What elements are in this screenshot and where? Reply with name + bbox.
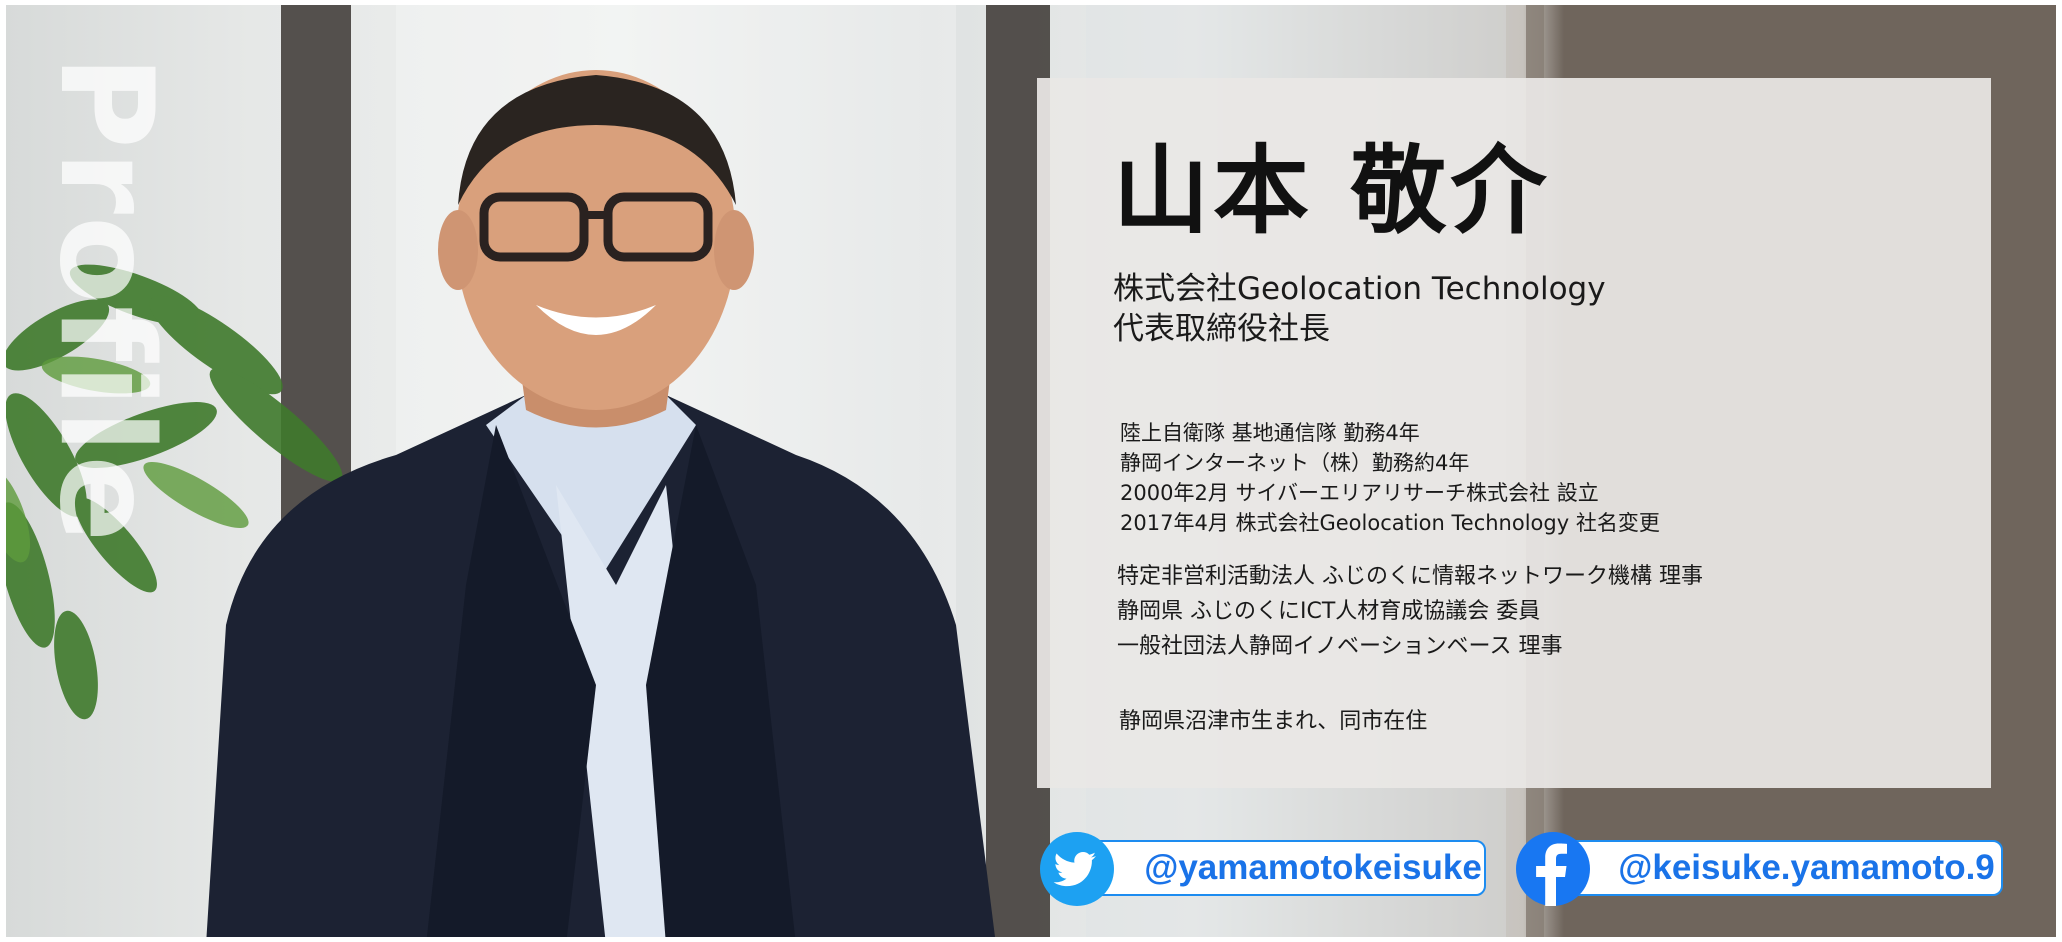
facebook-f-icon	[1516, 832, 1590, 906]
career-history-list: 陸上自衛隊 基地通信隊 勤務4年 静岡インターネット（株）勤務約4年 2000年…	[1120, 418, 1660, 538]
career-item: 2017年4月 株式会社Geolocation Technology 社名変更	[1120, 511, 1660, 535]
twitter-handle-link[interactable]: @yamamotokeisuke	[1040, 832, 1486, 906]
facebook-handle: @keisuke.yamamoto.9	[1618, 848, 1995, 887]
profile-info-panel: 山本 敬介 株式会社Geolocation Technology 代表取締役社長…	[1037, 78, 1991, 788]
positions-list: 特定非営利活動法人 ふじのくに情報ネットワーク機構 理事 静岡県 ふじのくにIC…	[1117, 559, 1703, 664]
company-name: 株式会社Geolocation Technology	[1113, 271, 1606, 307]
position-item: 静岡県 ふじのくにICT人材育成協議会 委員	[1117, 599, 1541, 624]
portrait-photo	[206, 70, 995, 937]
plant-image	[6, 264, 343, 720]
career-item: 陸上自衛隊 基地通信隊 勤務4年	[1120, 421, 1420, 445]
career-item: 静岡インターネット（株）勤務約4年	[1120, 451, 1470, 475]
person-name: 山本 敬介	[1113, 135, 1551, 247]
twitter-bird-icon	[1040, 832, 1114, 906]
twitter-handle: @yamamotokeisuke	[1144, 848, 1482, 887]
job-title: 代表取締役社長	[1113, 311, 1330, 347]
profile-slide: Profile 山本 敬介 株式会社Geolocation Technology…	[6, 5, 2056, 937]
facebook-handle-link[interactable]: @keisuke.yamamoto.9	[1516, 832, 2003, 906]
profile-side-title: Profile	[31, 55, 180, 545]
career-item: 2000年2月 サイバーエリアリサーチ株式会社 設立	[1120, 481, 1599, 505]
position-item: 特定非営利活動法人 ふじのくに情報ネットワーク機構 理事	[1117, 564, 1703, 589]
birthplace-text: 静岡県沼津市生まれ、同市在住	[1119, 709, 1428, 734]
position-item: 一般社団法人静岡イノベーションベース 理事	[1117, 634, 1563, 659]
